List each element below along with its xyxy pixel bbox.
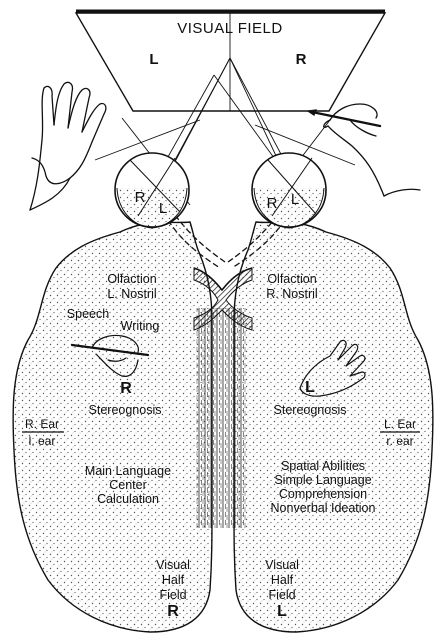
left-olfaction-title: Olfaction xyxy=(107,272,156,286)
right-visual-line-3: Field xyxy=(268,588,295,602)
left-visual-line-3: Field xyxy=(159,588,186,602)
palpating-hand-illustration xyxy=(299,339,366,397)
left-eye-r-label: R xyxy=(135,189,146,206)
left-visual-line-1: Visual xyxy=(156,558,190,572)
right-hand-letter: L xyxy=(305,379,315,396)
writing-label: Writing xyxy=(121,319,160,333)
right-eye-r-label: R xyxy=(267,195,278,212)
right-olfaction-title: Olfaction xyxy=(267,272,316,286)
left-eye-l-label: L xyxy=(159,200,167,217)
right-function-2: Simple Language xyxy=(274,473,371,487)
optic-chiasm xyxy=(193,267,253,331)
left-function-3: Calculation xyxy=(97,492,159,506)
right-ear-major-label: L. Ear xyxy=(384,417,416,431)
left-function-2: Center xyxy=(109,478,147,492)
writing-hand-illustration xyxy=(70,334,150,377)
speech-label: Speech xyxy=(67,307,109,321)
visual-field-panel xyxy=(74,12,387,112)
right-visual-line-2: Half xyxy=(271,573,294,587)
visual-field-title: VISUAL FIELD xyxy=(177,20,282,37)
left-olfaction-nostril: L. Nostril xyxy=(107,287,156,301)
left-visual-line-2: Half xyxy=(162,573,185,587)
left-field-letter: R xyxy=(167,603,179,620)
left-hand-letter: R xyxy=(120,380,132,397)
right-eyeball: R L xyxy=(251,152,327,229)
left-function-1: Main Language xyxy=(85,464,171,478)
right-field-letter: L xyxy=(277,603,287,620)
left-hemisphere-labels: Olfaction L. Nostril Speech Writing R St… xyxy=(22,272,190,620)
right-function-4: Nonverbal Ideation xyxy=(271,501,376,515)
left-hand-top-illustration xyxy=(29,81,107,211)
right-ear-minor-label: r. ear xyxy=(386,434,413,448)
right-stereognosis-label: Stereognosis xyxy=(274,403,347,417)
left-ear-minor-label: l. ear xyxy=(29,434,56,448)
visual-field-left-label: L xyxy=(149,51,158,68)
corpus-callosum-fibers xyxy=(196,308,246,528)
right-olfaction-nostril: R. Nostril xyxy=(266,287,317,301)
right-function-1: Spatial Abilities xyxy=(281,459,365,473)
right-visual-line-1: Visual xyxy=(265,558,299,572)
right-function-3: Comprehension xyxy=(279,487,367,501)
left-eyeball: R L xyxy=(114,152,190,229)
left-stereognosis-label: Stereognosis xyxy=(89,403,162,417)
visual-field-screen: VISUAL FIELD L R xyxy=(74,9,387,112)
right-hemisphere-labels: Olfaction R. Nostril L Stereognosis L. E… xyxy=(265,272,420,620)
right-eye-l-label: L xyxy=(291,191,299,208)
right-hand-pencil-top-illustration xyxy=(306,103,421,197)
left-ear-major-label: R. Ear xyxy=(25,417,59,431)
visual-field-right-label: R xyxy=(296,51,307,68)
